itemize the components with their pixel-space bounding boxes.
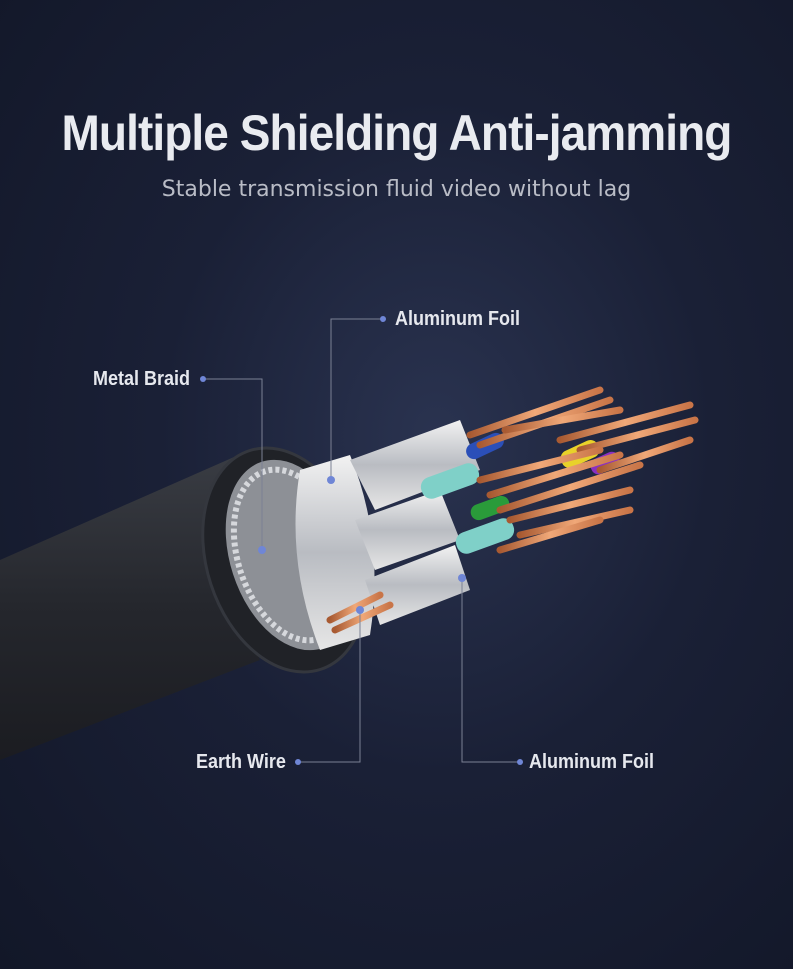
callout-lines	[203, 318, 520, 763]
callout-aluminum-foil-bottom: Aluminum Foil	[529, 751, 655, 773]
page-title: Multiple Shielding Anti-jamming	[61, 105, 733, 161]
page-subtitle: Stable transmission fluid video without …	[161, 177, 632, 202]
aluminum-foil-outer	[295, 455, 375, 650]
callout-metal-braid: Metal Braid	[93, 368, 191, 390]
callout-earth-wire: Earth Wire	[196, 751, 286, 773]
callout-dots	[200, 316, 523, 765]
callout-aluminum-foil-top: Aluminum Foil	[395, 308, 521, 330]
copper-strands	[326, 386, 699, 634]
